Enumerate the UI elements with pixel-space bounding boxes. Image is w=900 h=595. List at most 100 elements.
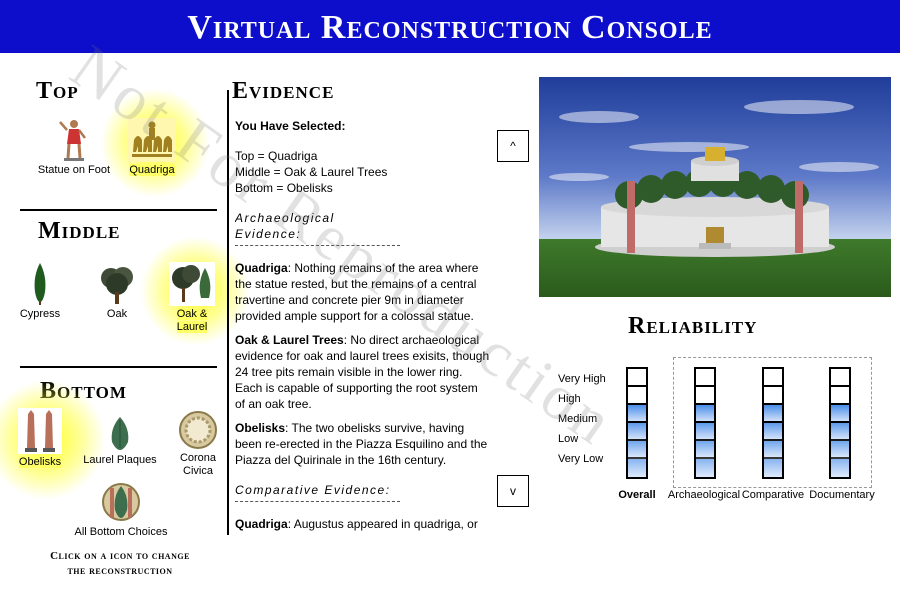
cypress-icon (34, 263, 46, 305)
choice-oak[interactable]: Oak (92, 264, 142, 321)
level-label: Very Low (558, 453, 604, 465)
evidence-item: Oak & Laurel Trees: No direct archaeolog… (235, 332, 490, 412)
selected-line: Top = Quadriga (235, 149, 318, 163)
evidence-text: : The two obelisks survive, having been … (235, 421, 488, 467)
choice-label: Corona (179, 452, 217, 464)
corona-civica-icon (179, 411, 217, 449)
reliability-bar-documentary (829, 367, 851, 479)
divider (20, 366, 217, 368)
comparative-evidence-heading: Comparative Evidence: (235, 482, 400, 502)
reliability-bar-comparative (762, 367, 784, 479)
all-bottom-icon (102, 483, 140, 521)
top-heading: Top (36, 78, 79, 104)
choice-quadriga[interactable]: Quadriga (120, 118, 184, 177)
level-label: Very High (558, 373, 606, 385)
choice-label: All Bottom Choices (74, 526, 168, 538)
obelisks-icon (18, 408, 62, 454)
choice-statue-on-foot[interactable]: Statue on Foot (30, 118, 118, 177)
choice-obelisks[interactable]: Obelisks (14, 408, 66, 469)
reconstruction-image (539, 77, 891, 297)
selected-line: Bottom = Obelisks (235, 181, 333, 195)
choice-label: Cypress (19, 308, 61, 320)
note-line: Click on a icon to change (50, 550, 190, 562)
choice-label: Statue on Foot (37, 164, 111, 176)
reliability-cell (696, 423, 714, 441)
bar-label-comparative: Comparative (741, 489, 805, 501)
selected-title: You Have Selected: (235, 119, 346, 133)
reliability-cell (628, 459, 646, 477)
choice-label: Civica (183, 465, 213, 477)
choice-label: Laurel Plaques (83, 454, 157, 466)
evidence-text: : No direct archaeological evidence for … (235, 333, 490, 411)
reliability-cell (831, 441, 849, 459)
reliability-cell (764, 441, 782, 459)
middle-heading: Middle (38, 218, 121, 244)
evidence-text: : Nothing remains of the area where the … (235, 261, 479, 323)
reliability-cell (696, 405, 714, 423)
reliability-cell (764, 459, 782, 477)
reliability-bar-overall (626, 367, 648, 479)
reliability-bar-archaeological (694, 367, 716, 479)
reliability-cell (764, 369, 782, 387)
scroll-up-button[interactable]: ^ (497, 130, 529, 162)
bar-label-archaeological: Archaeological (667, 489, 741, 501)
note-line: the reconstruction (67, 565, 173, 577)
reliability-cell (628, 423, 646, 441)
choice-label: Oak (106, 308, 128, 320)
divider (20, 209, 217, 211)
evidence-term: Quadriga (235, 261, 288, 275)
choice-label: Oak & (176, 308, 208, 320)
instruction-note: Click on a icon to change the reconstruc… (20, 549, 220, 579)
choice-label: Laurel (176, 321, 208, 333)
reliability-cell (831, 369, 849, 387)
reliability-cell (831, 459, 849, 477)
reliability-cell (628, 441, 646, 459)
reliability-cell (764, 387, 782, 405)
choice-corona-civica[interactable]: Corona Civica (170, 410, 226, 478)
choice-label: Obelisks (18, 456, 62, 468)
evidence-term: Obelisks (235, 421, 286, 435)
selected-line: Middle = Oak & Laurel Trees (235, 165, 388, 179)
reliability-cell (764, 423, 782, 441)
evidence-item: Quadriga: Augustus appeared in quadriga,… (235, 516, 490, 532)
reliability-cell (696, 441, 714, 459)
panel-divider (227, 90, 229, 535)
quadriga-icon (128, 118, 176, 162)
app-title: Virtual Reconstruction Console (187, 9, 713, 46)
evidence-text: : Augustus appeared in quadriga, or (287, 517, 478, 531)
reliability-cell (764, 405, 782, 423)
evidence-scroll-area[interactable]: You Have Selected: Top = Quadriga Middle… (235, 118, 490, 536)
oak-laurel-icon (169, 262, 215, 306)
reliability-cell (831, 423, 849, 441)
statue-icon (59, 120, 86, 161)
evidence-term: Oak & Laurel Trees (235, 333, 344, 347)
evidence-item: Quadriga: Nothing remains of the area wh… (235, 260, 490, 324)
reliability-cell (628, 369, 646, 387)
choice-label: Quadriga (129, 164, 175, 176)
reliability-cell (696, 459, 714, 477)
evidence-heading: Evidence (232, 78, 335, 104)
reliability-cell (628, 387, 646, 405)
reliability-cell (831, 387, 849, 405)
reliability-cell (628, 405, 646, 423)
level-label: Medium (558, 413, 598, 425)
reliability-cell (696, 387, 714, 405)
choice-cypress[interactable]: Cypress (14, 262, 66, 321)
choice-oak-laurel[interactable]: Oak & Laurel (166, 262, 218, 334)
title-bar: Virtual Reconstruction Console (0, 0, 900, 53)
level-label: High (558, 393, 581, 405)
choice-laurel-plaques[interactable]: Laurel Plaques (80, 416, 160, 467)
bar-label-documentary: Documentary (809, 489, 875, 501)
choice-all-bottom[interactable]: All Bottom Choices (66, 480, 176, 539)
oak-icon (101, 267, 133, 304)
reliability-heading: Reliability (628, 313, 758, 339)
level-label: Low (558, 433, 579, 445)
archaeological-evidence-heading: Archaeological Evidence: (235, 210, 400, 246)
reliability-cell (696, 369, 714, 387)
reliability-cell (831, 405, 849, 423)
evidence-term: Quadriga (235, 517, 288, 531)
laurel-plaques-icon (111, 417, 129, 450)
evidence-item: Obelisks: The two obelisks survive, havi… (235, 420, 490, 468)
scroll-down-button[interactable]: v (497, 475, 529, 507)
breakdown-box (673, 357, 872, 488)
